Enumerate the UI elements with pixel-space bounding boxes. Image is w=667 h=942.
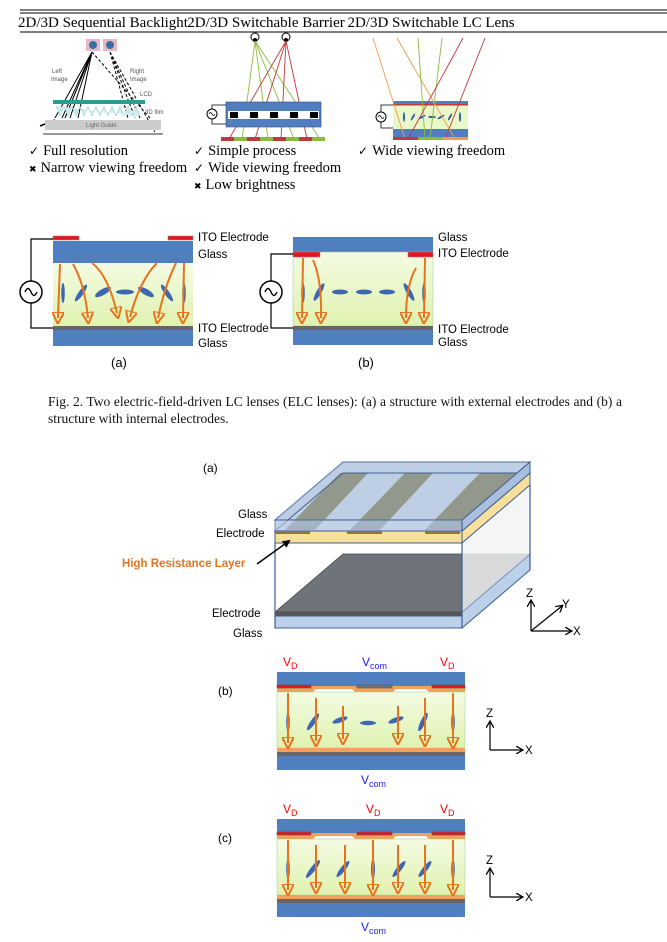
list-item: Simple process	[208, 143, 297, 159]
fig2b-internal-electrodes: Glass ITO Electrode ITO Electrode Glass …	[259, 232, 509, 370]
xyz-axes-icon	[531, 601, 571, 631]
fig2a-external-electrodes: ITO Electrode Glass ITO Electrode Glass …	[19, 232, 269, 370]
glass-label: Glass	[238, 509, 268, 521]
axis-x-label: X	[525, 745, 533, 757]
glass-label: Glass	[233, 628, 263, 640]
glass-label: Glass	[198, 338, 228, 350]
svg-text:✖Low brightness: ✖ Low brightness	[194, 177, 296, 193]
axis-z-label: Z	[486, 855, 493, 867]
voltage-label-vcom: Vcom	[362, 655, 387, 671]
cross-icon: ✖	[194, 181, 202, 191]
axis-y-label: Y	[562, 599, 570, 611]
svg-text:✓Wide viewing freedom: ✓ Wide viewing freedom	[358, 143, 506, 159]
voltage-label-vd: VD	[366, 802, 381, 818]
axis-z-label: Z	[486, 708, 493, 720]
cross-icon: ✖	[29, 164, 37, 174]
film-label: 3D film	[145, 110, 164, 116]
list-item: Low brightness	[206, 177, 296, 193]
fig3c-cross-section: (c) VD VD VD Vcom Z X	[218, 802, 533, 936]
check-icon: ✓	[29, 144, 39, 158]
panel-tag: (b)	[218, 684, 233, 698]
list-item: Full resolution	[43, 143, 129, 159]
check-icon: ✓	[358, 144, 368, 158]
column-header: 2D/3D Sequential Backlight	[18, 15, 189, 31]
left-image-label: Left	[52, 69, 62, 75]
lcd-layer	[53, 100, 145, 104]
svg-text:✓Simple process: ✓ Simple process	[194, 143, 297, 159]
light-guide	[45, 120, 161, 130]
comparison-table: 2D/3D Sequential Backlight 2D/3D Switcha…	[18, 9, 667, 193]
voltage-label-vd: VD	[440, 802, 455, 818]
glass-label: Glass	[438, 232, 468, 244]
check-icon: ✓	[194, 161, 204, 175]
voltage-label-vcom: Vcom	[361, 773, 386, 789]
check-icon: ✓	[194, 144, 204, 158]
panel-tag: (c)	[218, 831, 232, 845]
panel-tag: (a)	[111, 355, 127, 370]
pointer-arrow	[256, 539, 291, 565]
fig3b-cross-section: (b) VD Vcom VD Vcom Z X	[218, 655, 533, 789]
axis-x-label: X	[525, 892, 533, 904]
sequential-backlight-diagram: Left Image Right Image LCD 3D film Light…	[39, 39, 164, 135]
column-header: 2D/3D Switchable Barrier	[187, 15, 344, 31]
high-resistance-layer-label: High Resistance Layer	[122, 558, 246, 570]
light-guide-label: Light Guide	[86, 123, 117, 129]
ito-electrode-label: ITO Electrode	[198, 232, 269, 244]
list-item: Wide viewing freedom	[372, 143, 506, 159]
axis-x-label: X	[573, 626, 581, 638]
fig3a-3d-structure: (a) Glass Electrode High Resistance Laye…	[122, 460, 581, 640]
right-image-label: Right	[130, 69, 144, 75]
electrode-label: Electrode	[216, 528, 265, 540]
ito-electrode-label: ITO Electrode	[198, 323, 269, 335]
xz-axes-icon	[490, 722, 522, 750]
electrode-label: Electrode	[212, 608, 261, 620]
right-image-label: Image	[130, 77, 147, 83]
glass-label: Glass	[198, 249, 228, 261]
switchable-barrier-diagram	[206, 32, 325, 141]
glass-label: Glass	[438, 337, 468, 349]
figure-caption: Fig. 2. Two electric-field-driven LC len…	[48, 394, 622, 426]
voltage-label-vd: VD	[283, 655, 298, 671]
svg-text:✓Wide viewing freedom: ✓ Wide viewing freedom	[194, 160, 342, 176]
list-item: Wide viewing freedom	[208, 160, 342, 176]
column-header: 2D/3D Switchable LC Lens	[347, 15, 514, 31]
switchable-lc-lens-diagram	[372, 37, 486, 140]
voltage-label-vcom: Vcom	[361, 920, 386, 936]
lcd-label: LCD	[140, 92, 153, 98]
left-image-label: Image	[51, 77, 68, 83]
ito-electrode-label: ITO Electrode	[438, 248, 509, 260]
panel-tag: (a)	[203, 461, 218, 475]
list-item: Narrow viewing freedom	[41, 160, 188, 176]
panel-tag: (b)	[358, 355, 374, 370]
voltage-label-vd: VD	[440, 655, 455, 671]
voltage-label-vd: VD	[283, 802, 298, 818]
ito-electrode-label: ITO Electrode	[438, 324, 509, 336]
axis-z-label: Z	[526, 588, 533, 600]
xz-axes-icon	[490, 869, 522, 897]
svg-text:✓Full resolution: ✓ Full resolution	[29, 143, 129, 159]
svg-text:✖Narrow viewing freedom: ✖ Narrow viewing freedom	[29, 160, 188, 176]
